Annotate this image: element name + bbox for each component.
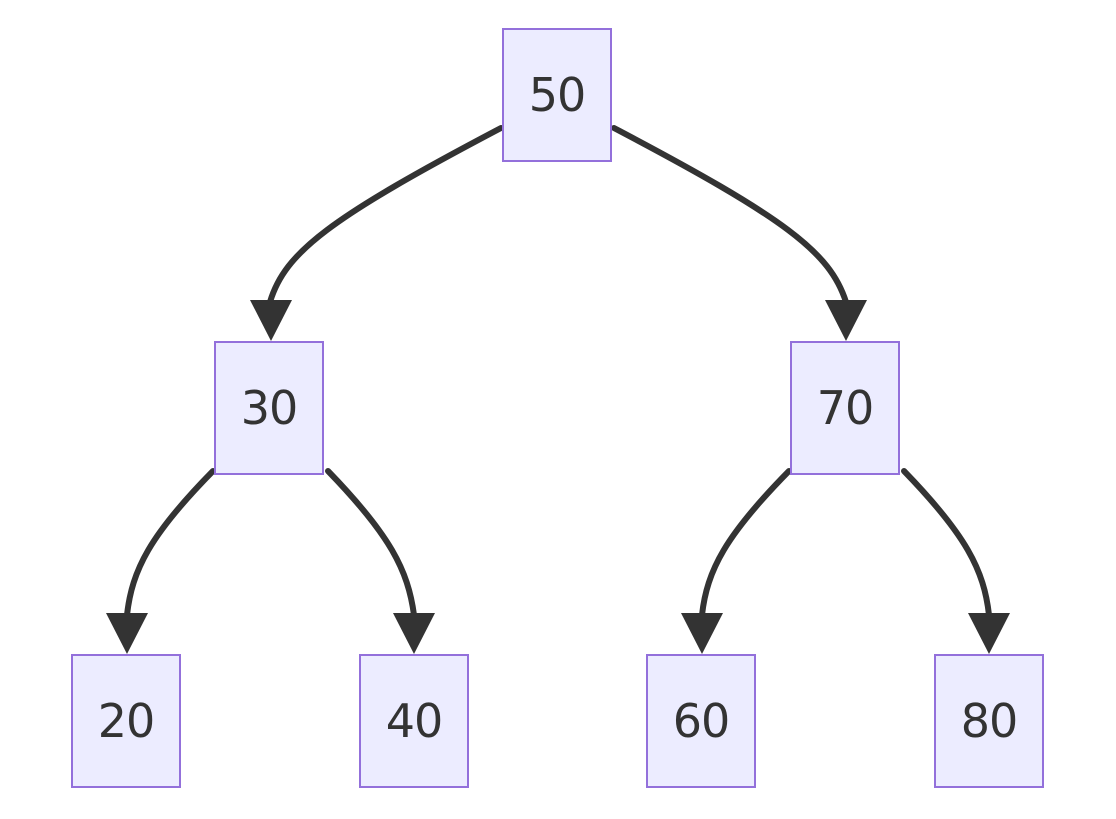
tree-node-60: 60 bbox=[646, 654, 756, 788]
arrowhead-70-60 bbox=[681, 613, 723, 654]
node-label: 60 bbox=[672, 694, 731, 748]
tree-node-50: 50 bbox=[502, 28, 612, 162]
node-label: 40 bbox=[385, 694, 444, 748]
arrowhead-30-40 bbox=[393, 613, 435, 654]
edge-70-60 bbox=[699, 468, 792, 618]
tree-node-70: 70 bbox=[790, 341, 900, 475]
edge-50-30 bbox=[267, 125, 504, 305]
arrowhead-50-70 bbox=[825, 300, 867, 341]
tree-node-80: 80 bbox=[934, 654, 1044, 788]
node-label: 70 bbox=[816, 381, 875, 435]
tree-node-40: 40 bbox=[359, 654, 469, 788]
tree-node-20: 20 bbox=[71, 654, 181, 788]
arrowhead-70-80 bbox=[968, 613, 1010, 654]
node-label: 30 bbox=[240, 381, 299, 435]
edge-70-80 bbox=[901, 468, 992, 618]
node-label: 20 bbox=[97, 694, 156, 748]
edge-50-70 bbox=[611, 125, 849, 305]
arrowhead-50-30 bbox=[250, 300, 292, 341]
node-label: 50 bbox=[528, 68, 587, 122]
tree-node-30: 30 bbox=[214, 341, 324, 475]
node-label: 80 bbox=[960, 694, 1019, 748]
arrowhead-30-20 bbox=[106, 613, 148, 654]
edge-30-40 bbox=[325, 468, 417, 618]
edge-30-20 bbox=[124, 468, 216, 618]
